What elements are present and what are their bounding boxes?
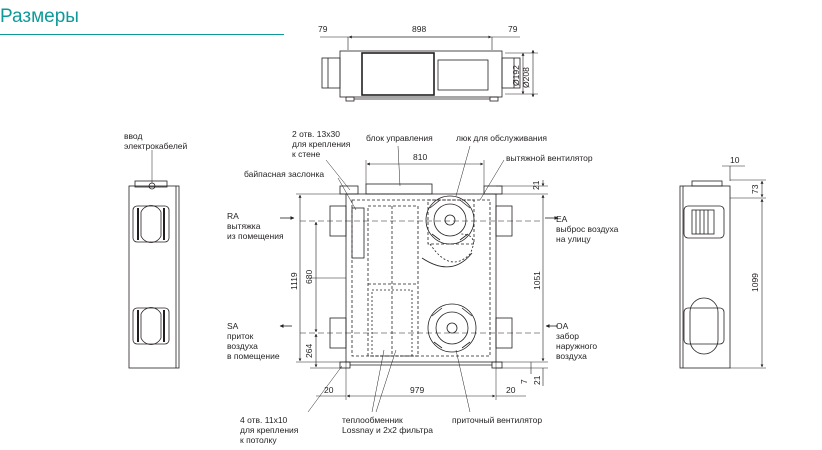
svg-text:к потолку: к потолку: [240, 435, 277, 445]
svg-text:забор: забор: [556, 331, 579, 341]
svg-text:для крепления: для крепления: [292, 139, 351, 149]
svg-text:воздуха: воздуха: [556, 351, 587, 361]
svg-text:1051: 1051: [532, 271, 542, 290]
svg-text:для крепления: для крепления: [240, 425, 299, 435]
svg-text:EA: EA: [556, 214, 568, 224]
top-view: [320, 35, 538, 102]
svg-text:Lossnay и 2x2 фильтра: Lossnay и 2x2 фильтра: [342, 425, 433, 435]
svg-text:810: 810: [413, 152, 427, 162]
svg-text:вытяжка: вытяжка: [227, 221, 261, 231]
svg-text:4 отв. 11x10: 4 отв. 11x10: [240, 415, 288, 425]
svg-text:264: 264: [304, 344, 314, 358]
svg-text:979: 979: [410, 385, 424, 395]
label-cable-entry: ввод электрокабелей: [124, 131, 188, 151]
svg-text:OA: OA: [556, 321, 569, 331]
svg-text:20: 20: [324, 385, 334, 395]
svg-text:из помещения: из помещения: [227, 231, 284, 241]
svg-text:ввод: ввод: [124, 131, 142, 141]
svg-text:79: 79: [318, 24, 328, 34]
svg-text:люк для обслуживания: люк для обслуживания: [456, 133, 547, 143]
svg-text:SA: SA: [227, 321, 239, 331]
svg-text:байпасная заслонка: байпасная заслонка: [244, 169, 324, 179]
svg-text:блок управления: блок управления: [366, 133, 433, 143]
svg-text:21: 21: [531, 180, 541, 190]
left-side-view: [128, 180, 180, 369]
svg-text:21: 21: [532, 375, 542, 385]
svg-text:1119: 1119: [289, 272, 299, 290]
svg-text:RA: RA: [227, 211, 239, 221]
svg-text:приток: приток: [227, 331, 254, 341]
svg-text:приточный вентилятор: приточный вентилятор: [452, 415, 542, 425]
svg-text:на улицу: на улицу: [556, 234, 591, 244]
svg-text:вытяжной вентилятор: вытяжной вентилятор: [506, 153, 593, 163]
svg-text:1099: 1099: [750, 273, 760, 292]
right-side-view: [679, 180, 731, 369]
svg-text:73: 73: [750, 184, 760, 194]
svg-text:Ø192: Ø192: [511, 65, 521, 86]
svg-text:в помещение: в помещение: [227, 351, 280, 361]
svg-text:898: 898: [412, 24, 426, 34]
svg-text:электрокабелей: электрокабелей: [124, 141, 188, 151]
svg-text:680: 680: [304, 270, 314, 284]
svg-text:наружного: наружного: [556, 341, 597, 351]
title-underline: [0, 34, 284, 35]
svg-text:10: 10: [730, 155, 740, 165]
svg-text:20: 20: [506, 385, 516, 395]
svg-text:выброс воздуха: выброс воздуха: [556, 224, 619, 234]
svg-text:2 отв. 13x30: 2 отв. 13x30: [292, 129, 340, 139]
svg-text:к стене: к стене: [292, 149, 321, 159]
page-title: Размеры: [0, 6, 79, 27]
svg-text:воздуха: воздуха: [227, 341, 258, 351]
svg-text:теплообменник: теплообменник: [342, 415, 403, 425]
svg-text:79: 79: [508, 24, 518, 34]
front-view: [296, 160, 548, 400]
svg-text:Ø208: Ø208: [521, 67, 531, 88]
svg-text:7: 7: [519, 379, 529, 384]
